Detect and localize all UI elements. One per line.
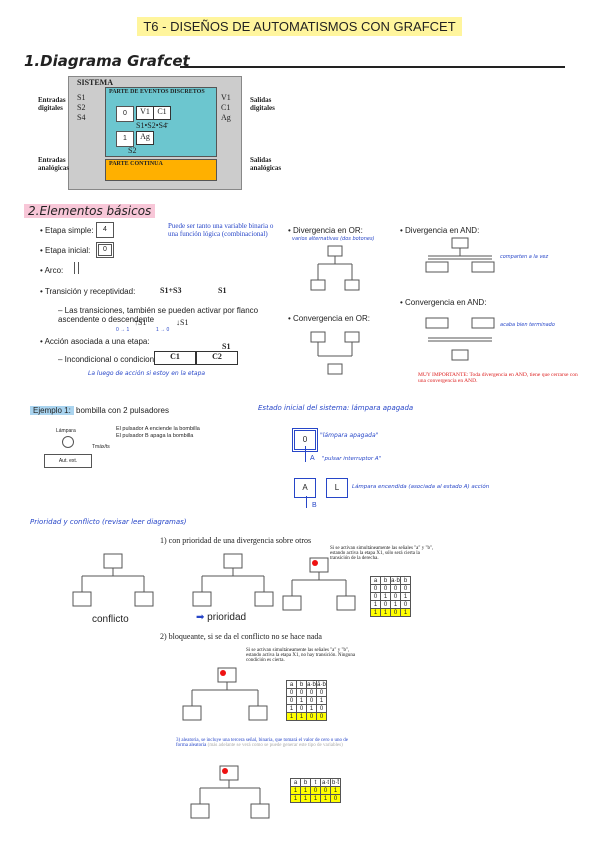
bullet-etapa-inicial: • Etapa inicial:: [40, 246, 91, 255]
action-l-note: Lámpara encendida (asociada al estado A)…: [352, 484, 490, 490]
prioridad-label: ➡ prioridad: [196, 612, 247, 623]
priority-diagrams: [72, 553, 356, 611]
and-conv-label: • Convergencia en AND:: [400, 298, 487, 307]
and-div-label: • Divergencia en AND:: [400, 226, 480, 235]
or-conv-diagram: [310, 331, 360, 375]
cond2: S2: [128, 146, 137, 155]
section-heading-grafcet: 1.Diagrama Grafcet: [24, 52, 190, 70]
and-conv-note: acaba bien terminado: [500, 322, 555, 328]
sistema-label: SISTEMA: [77, 78, 114, 87]
p1-text: 1) con prioridad de una divergencia sobr…: [160, 536, 312, 545]
step-0: 0: [116, 106, 134, 122]
flanco-dn-note: 1 → 0: [156, 327, 170, 333]
in-s2: S2: [77, 103, 86, 112]
ped-label: PARTE DE EVENTOS DISCRETOS: [109, 89, 205, 95]
bullet-arco: • Arco:: [40, 266, 64, 275]
lampara-label: Lámpara: [56, 428, 76, 434]
pc-label: PARTE CONTINUA: [109, 161, 163, 167]
page-title: T6 - DISEÑOS DE AUTOMATISMOS CON GRAFCET: [0, 17, 599, 36]
heading-rule: [180, 66, 565, 68]
system-diagram: SISTEMA PARTE DE EVENTOS DISCRETOS 0 V1 …: [68, 76, 242, 190]
or-div-diagram: [310, 245, 360, 291]
bullet-etapa-simple: • Etapa simple:: [40, 226, 94, 235]
bullet-accion: • Acción asociada a una etapa:: [40, 337, 150, 346]
or-div-note: varios alternativas (dos botones): [292, 236, 375, 242]
action-v1: V1: [136, 106, 154, 120]
ent-dig-label: Entradas digitales: [38, 96, 66, 112]
action-c1-box: C1: [154, 351, 196, 365]
p3-text: 3) aleatoria, se incluye una tercera señ…: [176, 738, 349, 748]
hand-note-accion: La luego de acción si estoy en la etapa: [88, 370, 206, 377]
initial-step-0: 0: [96, 242, 114, 258]
note-receptividad: Puede ser tanto una variable binaria o u…: [168, 222, 274, 238]
grafcet-action-l: L: [326, 478, 348, 498]
blocking-diagram: [182, 667, 268, 721]
trans-b: B: [312, 502, 317, 509]
action-c2-box: C2: [196, 351, 238, 365]
ped-box: PARTE DE EVENTOS DISCRETOS 0 V1 C1 S1•S2…: [105, 87, 217, 157]
bullet-transicion: • Transición y receptividad:: [40, 287, 136, 296]
section-heading-elementos: 2.Elementos básicos: [24, 204, 156, 218]
sub-flanco: – Las transiciones, también se pueden ac…: [58, 306, 259, 324]
priority-heading: Prioridad y conflicto (revisar leer diag…: [30, 518, 187, 526]
example-heading: Ejemplo 1: bombilla con 2 pulsadores: [30, 406, 169, 415]
step-1: 1: [116, 131, 134, 147]
n2-note: Si se activan simultáneamente las señale…: [246, 648, 356, 663]
grafcet-step-a: A: [294, 478, 316, 498]
or-div-label: • Divergencia en OR:: [288, 226, 363, 235]
estado-inicial-note: Estado inicial del sistema: lámpara apag…: [258, 404, 414, 412]
arc-ab: [306, 496, 307, 508]
important-note: MUY IMPORTANTE: Toda divergencia en AND,…: [418, 372, 578, 384]
out-v1: V1: [221, 93, 231, 102]
arc-symbol: [74, 262, 79, 274]
and-conv-diagram: [425, 317, 495, 361]
arrow-right-icon: ➡: [196, 612, 205, 623]
or-conv-label: • Convergencia en OR:: [288, 314, 370, 323]
out-ag: Ag: [221, 113, 231, 122]
action-cond-s1: S1: [222, 342, 231, 351]
desc-a: El pulsador A enciende la bombilla: [116, 426, 200, 432]
tmax-label: Tmáx/ts: [92, 444, 110, 450]
p2-text: 2) bloqueante, si se da el conflicto no …: [160, 632, 322, 641]
trans-a: A: [310, 455, 315, 462]
trans-s1: S1: [218, 286, 227, 295]
action-ag: Ag: [136, 131, 154, 145]
ent-ana-label: Entradas analógicas: [38, 156, 70, 172]
out-c1: C1: [221, 103, 231, 112]
sal-ana-label: Salidas analógicas: [250, 156, 282, 172]
and-div-note: comparten a la vez: [500, 254, 549, 260]
flanco-up-note: 0 → 1: [116, 327, 130, 333]
desc-b: El pulsador B apaga la bombilla: [116, 433, 194, 439]
action-c1: C1: [153, 106, 171, 120]
trans-s1s3: S1+S3: [160, 286, 182, 295]
in-s1: S1: [77, 93, 86, 102]
cond1: S1•S2•S4̄: [136, 121, 167, 130]
sal-dig-label: Salidas digitales: [250, 96, 275, 112]
arc-0a: [305, 446, 306, 462]
random-diagram: [190, 765, 270, 819]
sub-incondicional: – Incondicional o condicionada: [58, 355, 168, 364]
in-s4: S4: [77, 113, 86, 122]
step-0-note: "lámpara apagada": [320, 432, 379, 439]
lamp-icon: [62, 436, 74, 448]
flanco-dn: ↓S1: [176, 318, 189, 327]
trans-a-note: "pulsar interruptor A": [322, 456, 382, 462]
conflicto-label: conflicto: [92, 614, 129, 625]
aut-box: Aut. ext.: [44, 454, 92, 468]
flanco-up: ↑S1: [134, 318, 147, 327]
pc-box: PARTE CONTINUA: [105, 159, 217, 181]
n1-note: Si se activan simultáneamente las señale…: [330, 546, 434, 561]
step-4: 4: [96, 222, 114, 238]
and-div-diagram: [425, 237, 495, 273]
